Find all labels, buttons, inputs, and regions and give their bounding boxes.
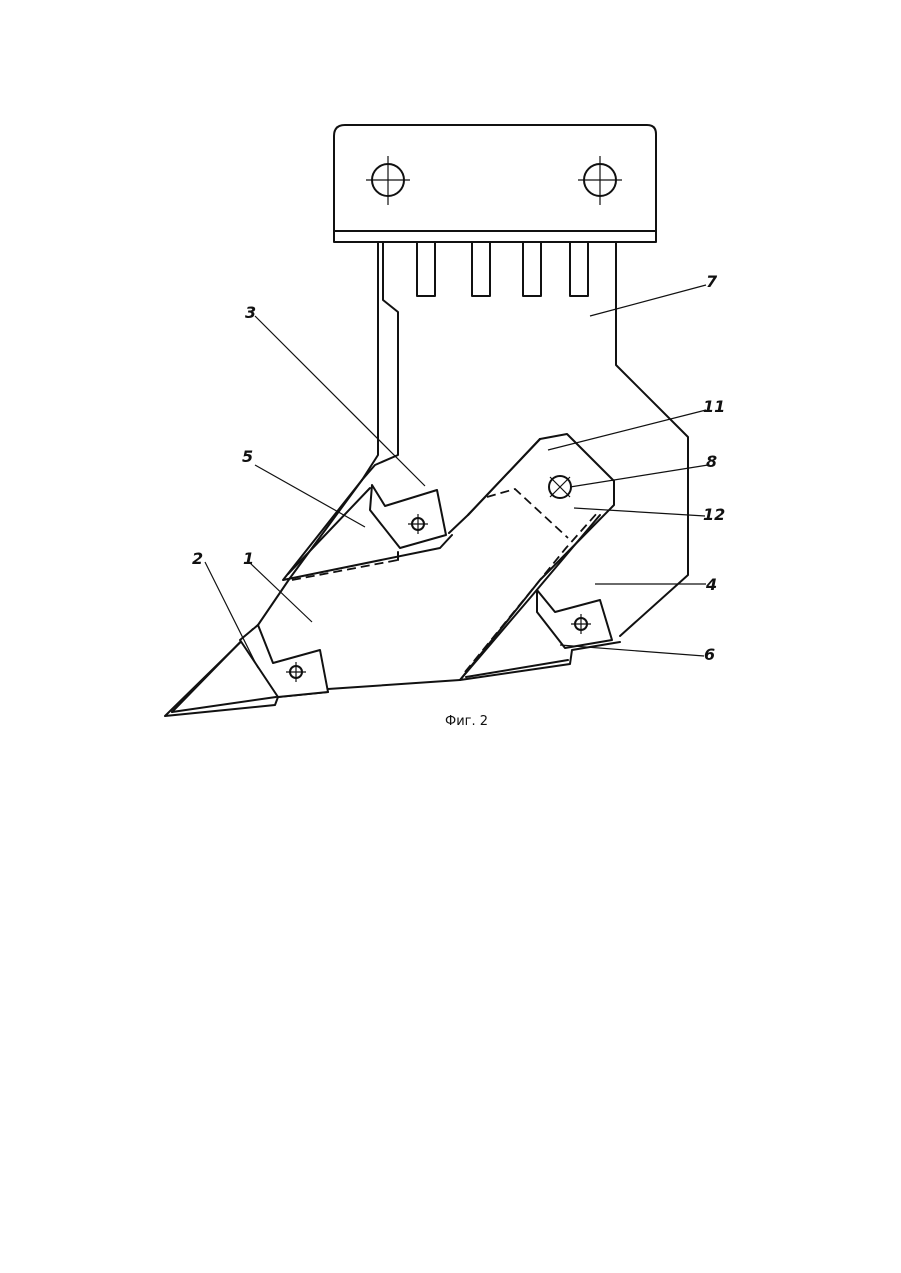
label-12: 12: [703, 505, 725, 524]
label-8: 8: [706, 452, 717, 471]
label-1: 1: [243, 549, 254, 568]
label-7: 7: [706, 272, 718, 291]
label-3: 3: [245, 303, 256, 322]
nose-fastener-plate: [240, 625, 328, 697]
label-5: 5: [242, 447, 253, 466]
label-11: 11: [703, 397, 725, 416]
leader-lines: [205, 285, 708, 668]
stand-body: [362, 242, 688, 636]
weld-teeth: [417, 242, 588, 296]
mounting-plate: [334, 125, 656, 242]
main-share-body: [258, 439, 540, 689]
wing-share-6: [460, 590, 620, 680]
label-2: 2: [192, 549, 203, 568]
figure-caption: Фиг. 2: [445, 714, 488, 729]
upper-fastener-plate: [370, 485, 446, 548]
label-4: 4: [705, 575, 717, 594]
label-6: 6: [704, 645, 715, 664]
